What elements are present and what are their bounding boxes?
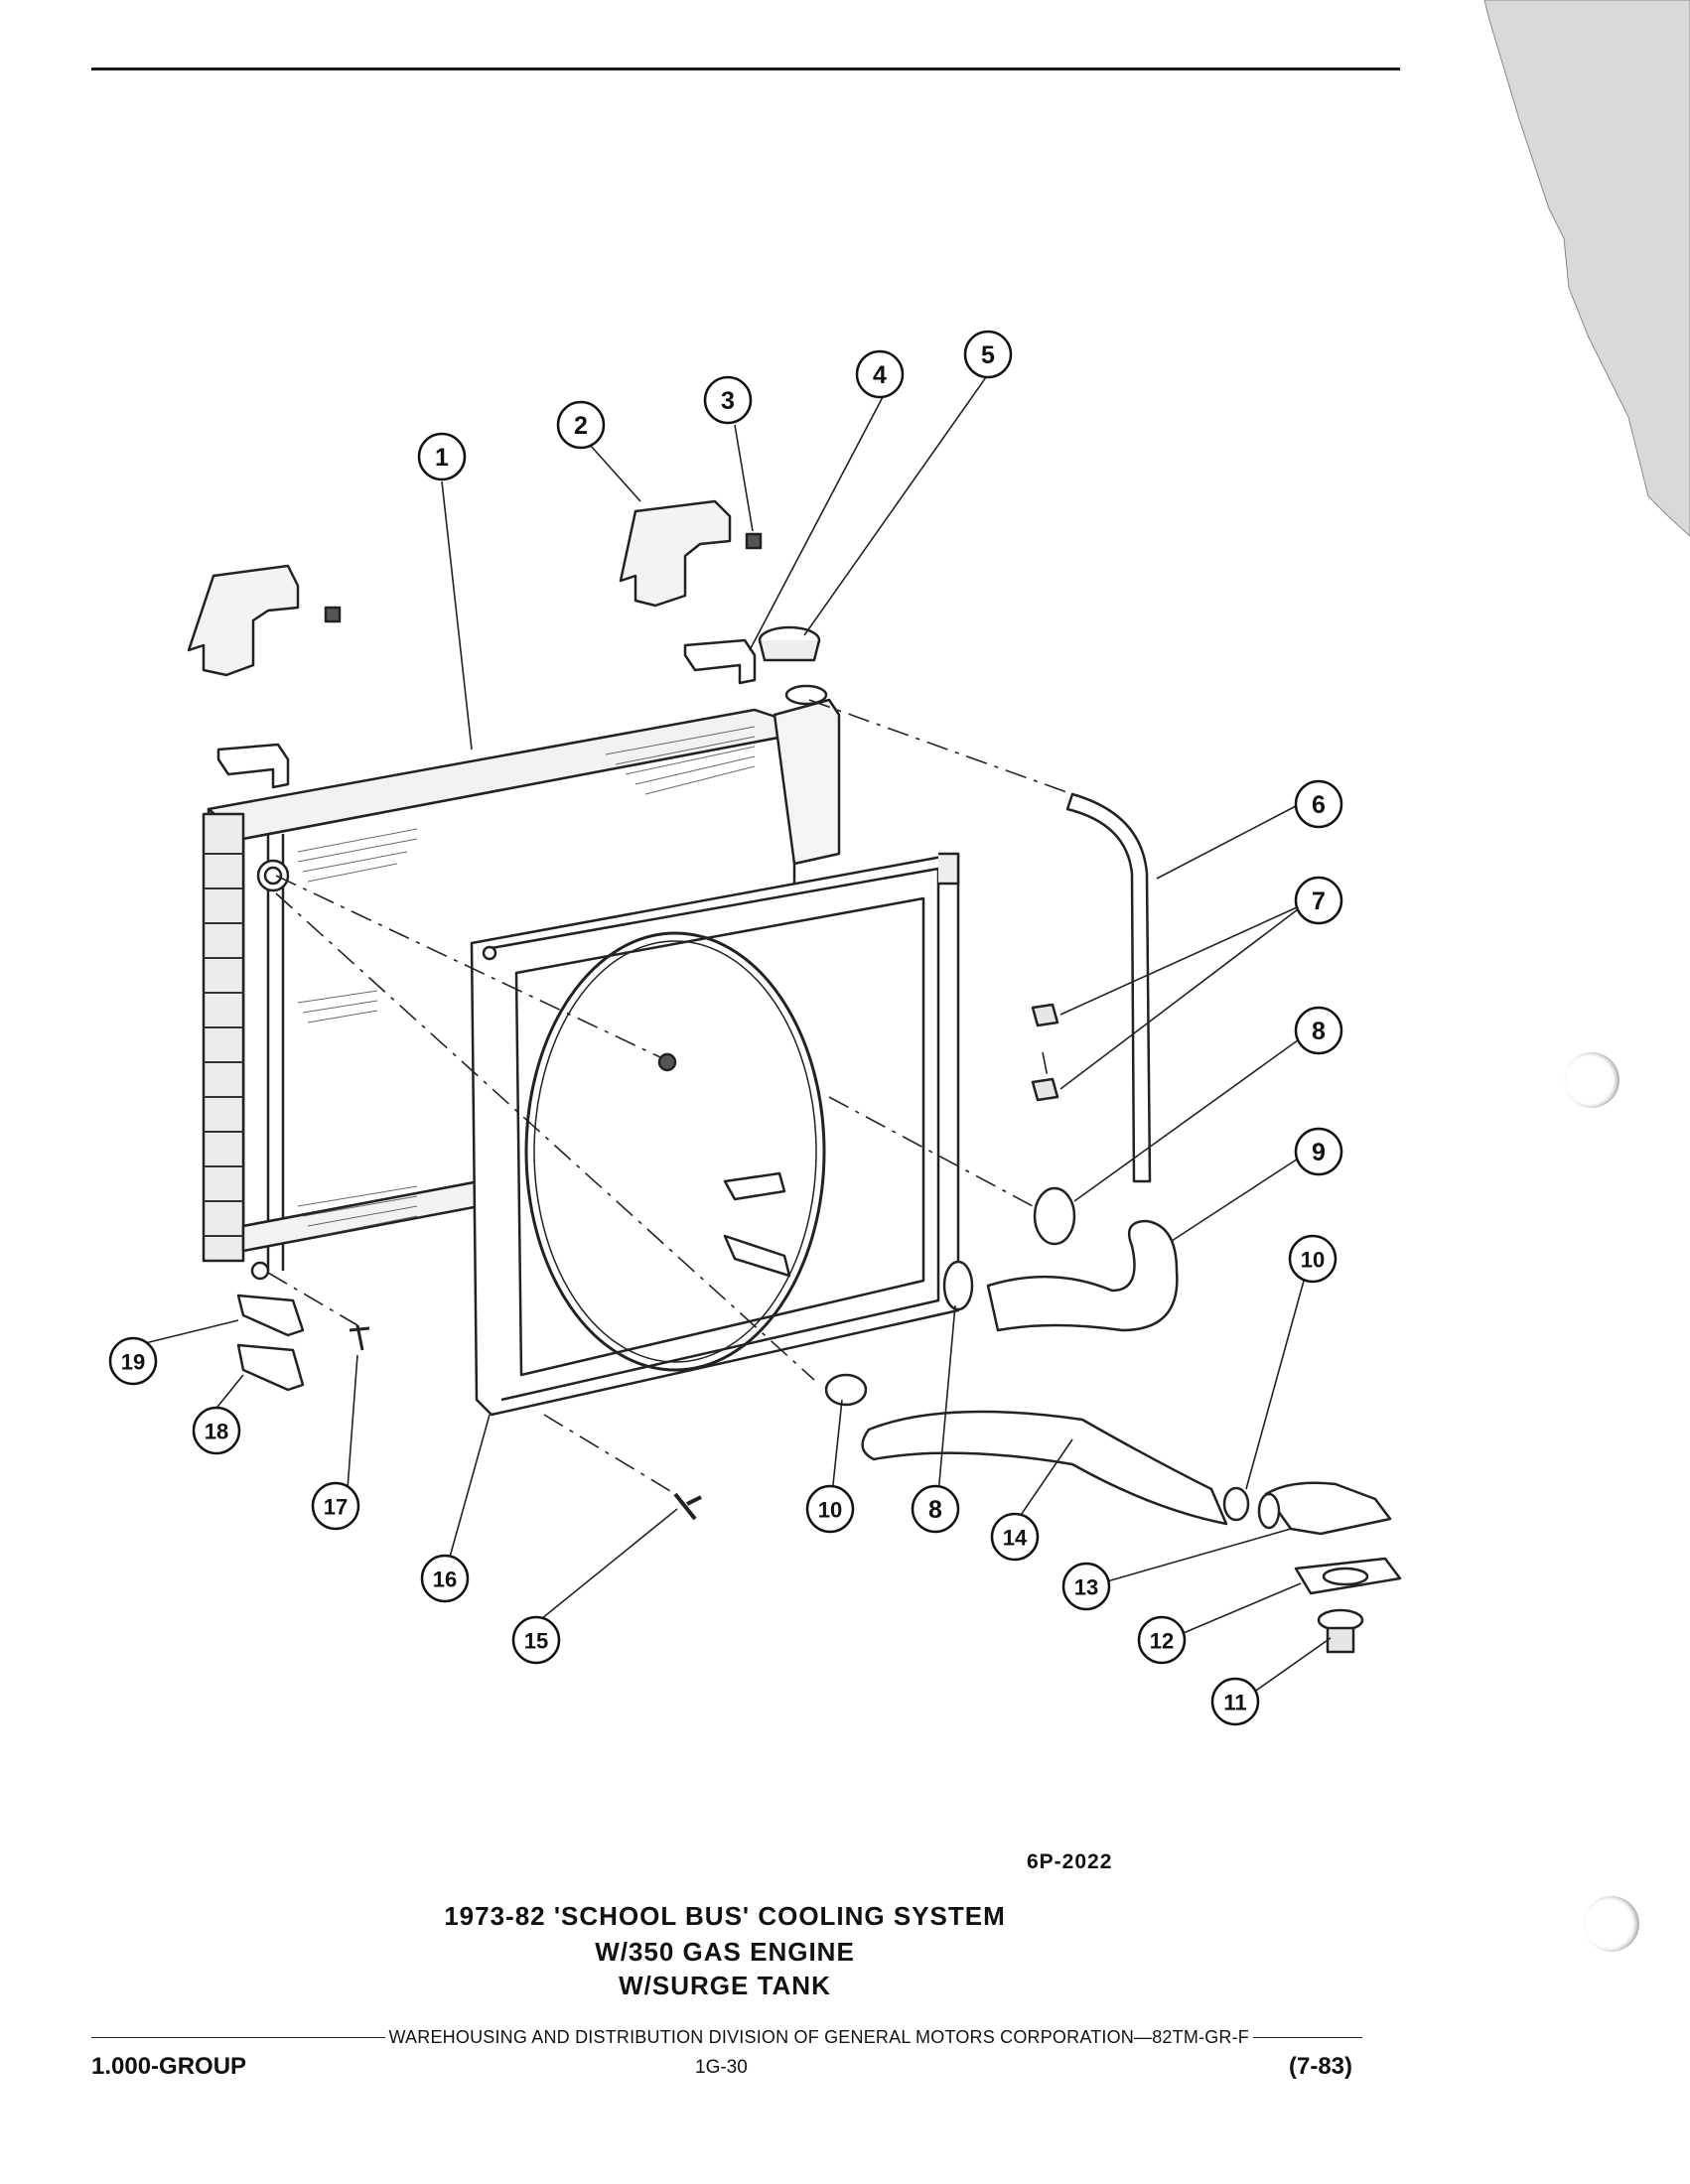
callout-2 bbox=[556, 400, 606, 450]
footer-group-number: 1.000-GROUP bbox=[91, 2053, 247, 2080]
footer-revision-date: (7-83) bbox=[1289, 2053, 1353, 2080]
callout-7 bbox=[1294, 876, 1343, 925]
callout-label: 11 bbox=[1223, 1691, 1246, 1715]
top-rule bbox=[91, 68, 1400, 70]
callout-10 bbox=[1288, 1234, 1338, 1284]
callout-label: 1 bbox=[435, 444, 449, 472]
callout-label: 2 bbox=[574, 412, 588, 440]
callout-9 bbox=[1294, 1127, 1343, 1176]
callout-19 bbox=[108, 1336, 158, 1386]
callout-label: 8 bbox=[928, 1496, 942, 1524]
callout-label: 4 bbox=[873, 361, 887, 389]
figure-caption-line-2: W/350 GAS ENGINE bbox=[595, 1937, 855, 1967]
upper-mounting-brackets bbox=[187, 499, 763, 677]
binder-hole-bottom bbox=[1584, 1896, 1639, 1952]
callout-3 bbox=[703, 375, 753, 425]
footer-rule-left bbox=[91, 2037, 385, 2038]
callout-label: 13 bbox=[1074, 1575, 1098, 1600]
callout-label: 6 bbox=[1312, 791, 1326, 819]
figure-caption-line-3: W/SURGE TANK bbox=[619, 1971, 831, 2000]
callout-15 bbox=[511, 1615, 561, 1665]
callout-18 bbox=[192, 1406, 241, 1455]
callout-5 bbox=[963, 330, 1013, 379]
callout-17 bbox=[311, 1481, 360, 1531]
footer-rule-right bbox=[1253, 2037, 1362, 2038]
callout-labels: 1 2 3 4 5 6 7 8 9 10 10 8 11 12 13 14 15… bbox=[121, 341, 1326, 1715]
callout-label: 3 bbox=[721, 387, 735, 415]
callout-8 bbox=[1294, 1006, 1343, 1055]
binder-hole-top bbox=[1564, 1052, 1620, 1108]
callout-16 bbox=[420, 1554, 470, 1603]
footer-page-number: 1G-30 bbox=[695, 2057, 748, 2078]
callout-label: 7 bbox=[1312, 887, 1326, 915]
callout-label: 5 bbox=[981, 341, 995, 369]
figure-caption-line-1: 1973-82 'SCHOOL BUS' COOLING SYSTEM bbox=[444, 1901, 1006, 1931]
callout-8b bbox=[911, 1484, 960, 1534]
callout-label: 19 bbox=[121, 1350, 145, 1375]
callout-label: 10 bbox=[818, 1498, 842, 1523]
callout-label: 8 bbox=[1312, 1018, 1326, 1045]
callout-1 bbox=[417, 432, 467, 481]
callout-label: 18 bbox=[205, 1420, 228, 1444]
callout-label: 14 bbox=[1003, 1526, 1028, 1551]
callout-4 bbox=[855, 349, 905, 399]
callout-label: 17 bbox=[324, 1495, 348, 1520]
callout-label: 16 bbox=[433, 1568, 457, 1592]
footer-distribution-line: WAREHOUSING AND DISTRIBUTION DIVISION OF… bbox=[91, 2027, 1362, 2048]
callout-label: 15 bbox=[524, 1629, 548, 1654]
figure-code: 6P-2022 bbox=[1027, 1850, 1113, 1873]
footer-distribution-text: WAREHOUSING AND DISTRIBUTION DIVISION OF… bbox=[388, 2027, 1249, 2047]
callout-10b bbox=[805, 1484, 855, 1534]
callout-6 bbox=[1294, 779, 1343, 829]
callout-12 bbox=[1137, 1615, 1187, 1665]
callout-14 bbox=[990, 1512, 1040, 1562]
callout-label: 10 bbox=[1301, 1248, 1325, 1273]
callout-11 bbox=[1210, 1677, 1260, 1726]
fan-shroud bbox=[470, 852, 960, 1417]
callout-13 bbox=[1061, 1562, 1111, 1611]
callout-label: 9 bbox=[1312, 1139, 1326, 1166]
part-callouts bbox=[108, 330, 1343, 1726]
callout-label: 12 bbox=[1150, 1629, 1174, 1654]
